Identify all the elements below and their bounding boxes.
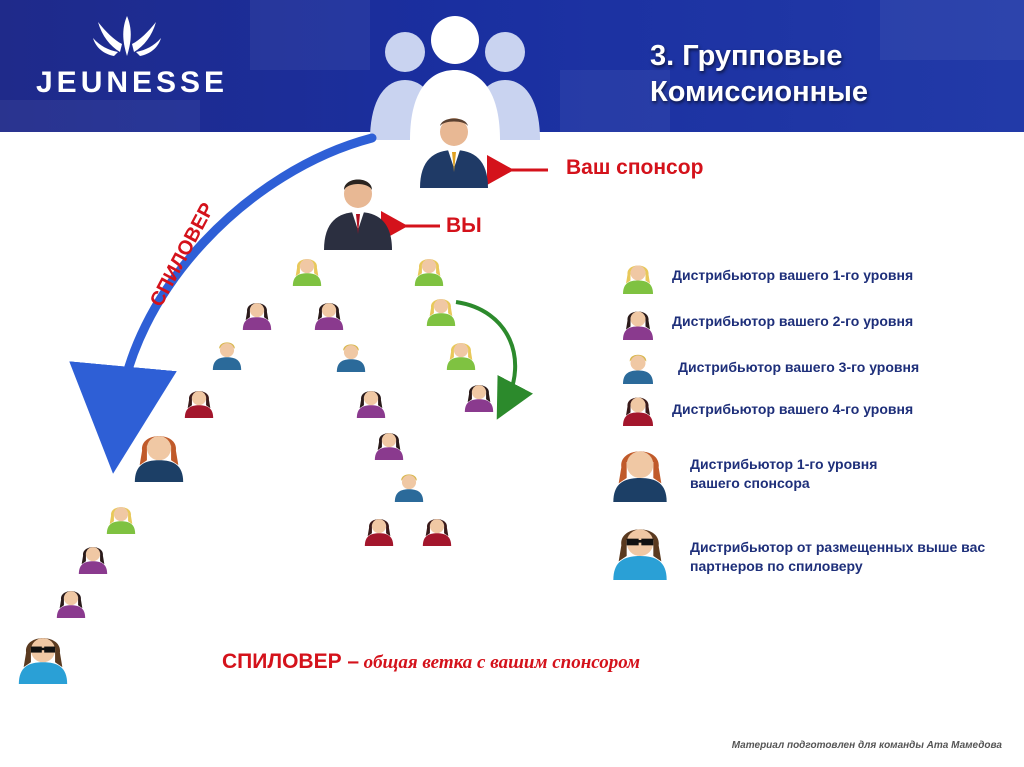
- you-businessman-icon: [324, 179, 392, 250]
- tree-person-icon: [426, 299, 456, 326]
- tree-person-icon: [78, 547, 108, 574]
- level2-distributor-icon: [623, 311, 653, 340]
- legend-item-5: Дистрибьютор 1-го уровня вашего спонсора: [690, 456, 878, 491]
- tree-person-icon: [242, 303, 272, 330]
- spillover-distributor-icon: [613, 529, 667, 580]
- page-title: 3. Групповые Комиссионные: [650, 38, 868, 110]
- tree-person-icon: [364, 519, 394, 546]
- legend-item-3: Дистрибьютор вашего 3-го уровня: [678, 359, 920, 375]
- legend-item-2: Дистрибьютор вашего 2-го уровня: [672, 313, 914, 329]
- level-arc-arrow: [455, 300, 533, 420]
- tree-person-icon: [422, 519, 452, 546]
- tree-person-icon: [356, 391, 386, 418]
- spillover-arc-arrow: [69, 133, 377, 474]
- spillover-term: СПИЛОВЕР –: [222, 650, 360, 673]
- tree-person-icon: [184, 391, 214, 418]
- tree-person-icon: [18, 638, 68, 684]
- legend-item-4: Дистрибьютор вашего 4-го уровня: [672, 401, 914, 417]
- sponsor-businessman-icon: [420, 118, 488, 188]
- tree-person-icon: [446, 343, 476, 370]
- spillover-definition-text: общая ветка с вашим спонсором: [363, 652, 641, 673]
- title-line-1: 3. Групповые: [650, 40, 843, 72]
- footer-credit: Материал подготовлен для команды Ата Мам…: [731, 740, 1002, 751]
- team-silhouette-icon: [370, 16, 540, 140]
- tree-person-icon: [292, 259, 322, 286]
- tree-person-icon: [374, 433, 404, 460]
- sponsor-label: Ваш спонсор: [566, 156, 704, 179]
- tree-person-icon: [314, 303, 344, 330]
- tree-person-icon: [56, 591, 86, 618]
- you-label: ВЫ: [446, 214, 482, 237]
- tree-person-icon: [336, 344, 366, 372]
- title-line-2: Комиссионные: [650, 76, 869, 108]
- legend-item-1: Дистрибьютор вашего 1-го уровня: [672, 267, 914, 283]
- level4-distributor-icon: [623, 397, 653, 426]
- level1-distributor-icon: [623, 265, 653, 294]
- level3-distributor-icon: [623, 354, 653, 384]
- tree-person-icon: [394, 474, 424, 502]
- tree-person-icon: [464, 385, 494, 412]
- tree-person-icon: [414, 259, 444, 286]
- legend-item-6: Дистрибьютор от размещенных выше вас пар…: [690, 539, 986, 574]
- tree-person-icon: [212, 342, 242, 370]
- tree-person-icon: [106, 507, 136, 534]
- tree-person-icon: [134, 436, 184, 482]
- jeunesse-logo-icon: [93, 16, 161, 56]
- brand-name: JEUNESSE: [36, 66, 229, 99]
- spillover-definition: СПИЛОВЕР – общая ветка с вашим спонсором: [222, 650, 640, 674]
- sponsor-level1-distributor-icon: [613, 451, 667, 502]
- header-banner: [0, 0, 1024, 132]
